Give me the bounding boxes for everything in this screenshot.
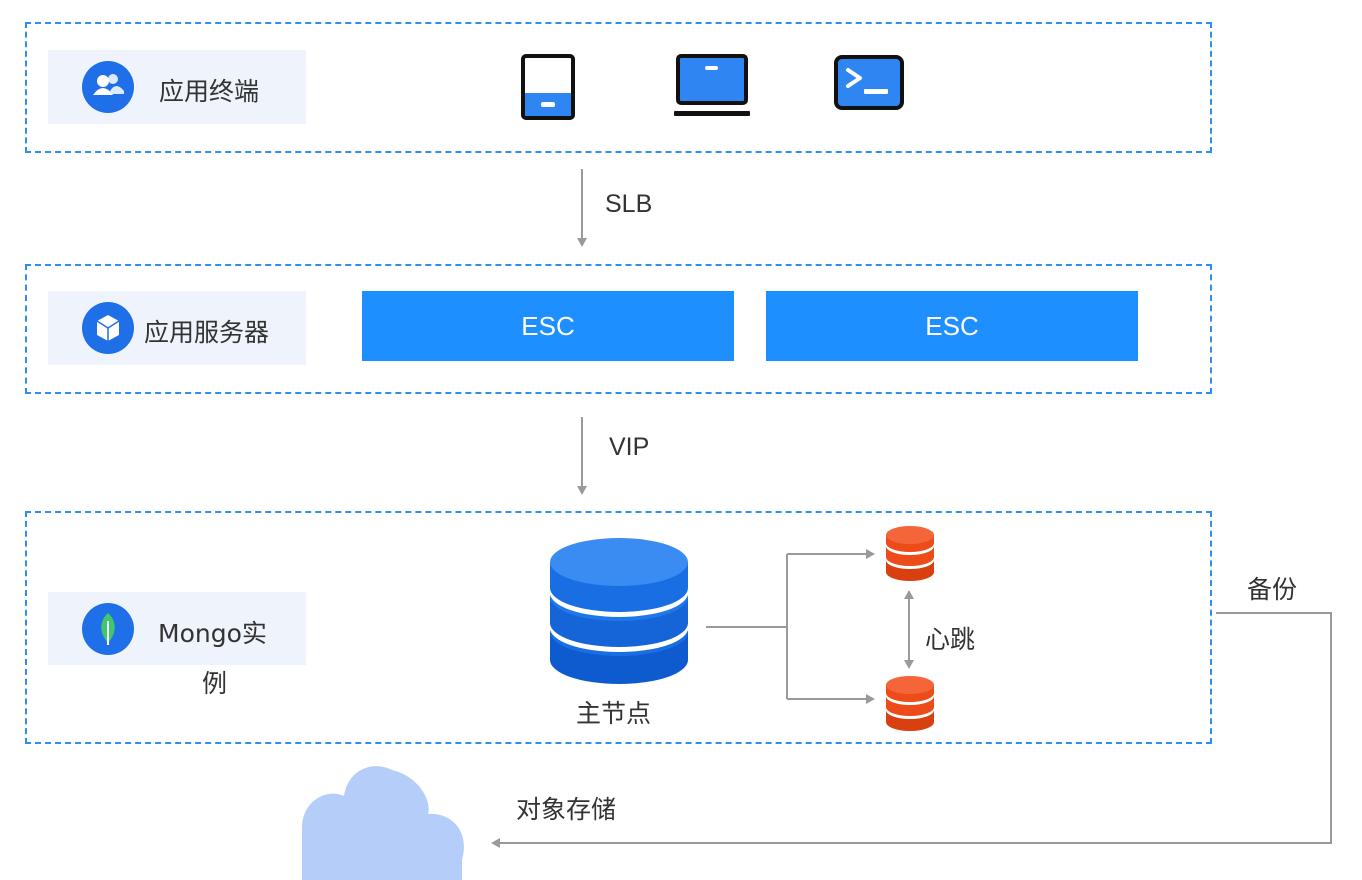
terminal-layer — [25, 22, 1212, 153]
secondary-database-icon — [886, 526, 934, 581]
backup-arrow — [491, 612, 1332, 848]
server-layer-label: 应用服务器 — [144, 318, 270, 347]
terminal-layer-label: 应用终端 — [159, 77, 260, 106]
terminal-icon — [834, 55, 904, 110]
server-layer-tag: 应用服务器 — [48, 291, 306, 365]
mongo-layer-label-continued: 例 — [202, 669, 228, 698]
terminal-layer-tag: 应用终端 — [48, 50, 306, 124]
mongo-layer-label: Mongo实 — [158, 619, 267, 648]
secondary-database-icon — [886, 676, 934, 731]
vip-label: VIP — [609, 433, 650, 461]
esc-node: ESC — [362, 291, 734, 361]
heartbeat-arrow — [904, 590, 914, 669]
laptop-icon — [674, 54, 750, 116]
server-layer — [25, 264, 1212, 394]
users-icon — [82, 61, 134, 113]
cloud-icon — [302, 766, 464, 880]
tablet-icon — [521, 54, 575, 120]
object-storage-label: 对象存储 — [516, 795, 617, 824]
primary-database-icon — [550, 538, 688, 684]
box-icon — [82, 302, 134, 354]
mongodb-leaf-icon — [82, 603, 134, 655]
mongo-layer-tag: Mongo实 — [48, 592, 306, 665]
esc-node: ESC — [766, 291, 1138, 361]
mongo-layer — [25, 511, 1212, 744]
backup-label: 备份 — [1247, 575, 1298, 604]
slb-label: SLB — [605, 190, 653, 218]
heartbeat-label: 心跳 — [925, 625, 976, 654]
primary-node-label: 主节点 — [576, 699, 652, 728]
replication-arrows — [706, 553, 868, 700]
